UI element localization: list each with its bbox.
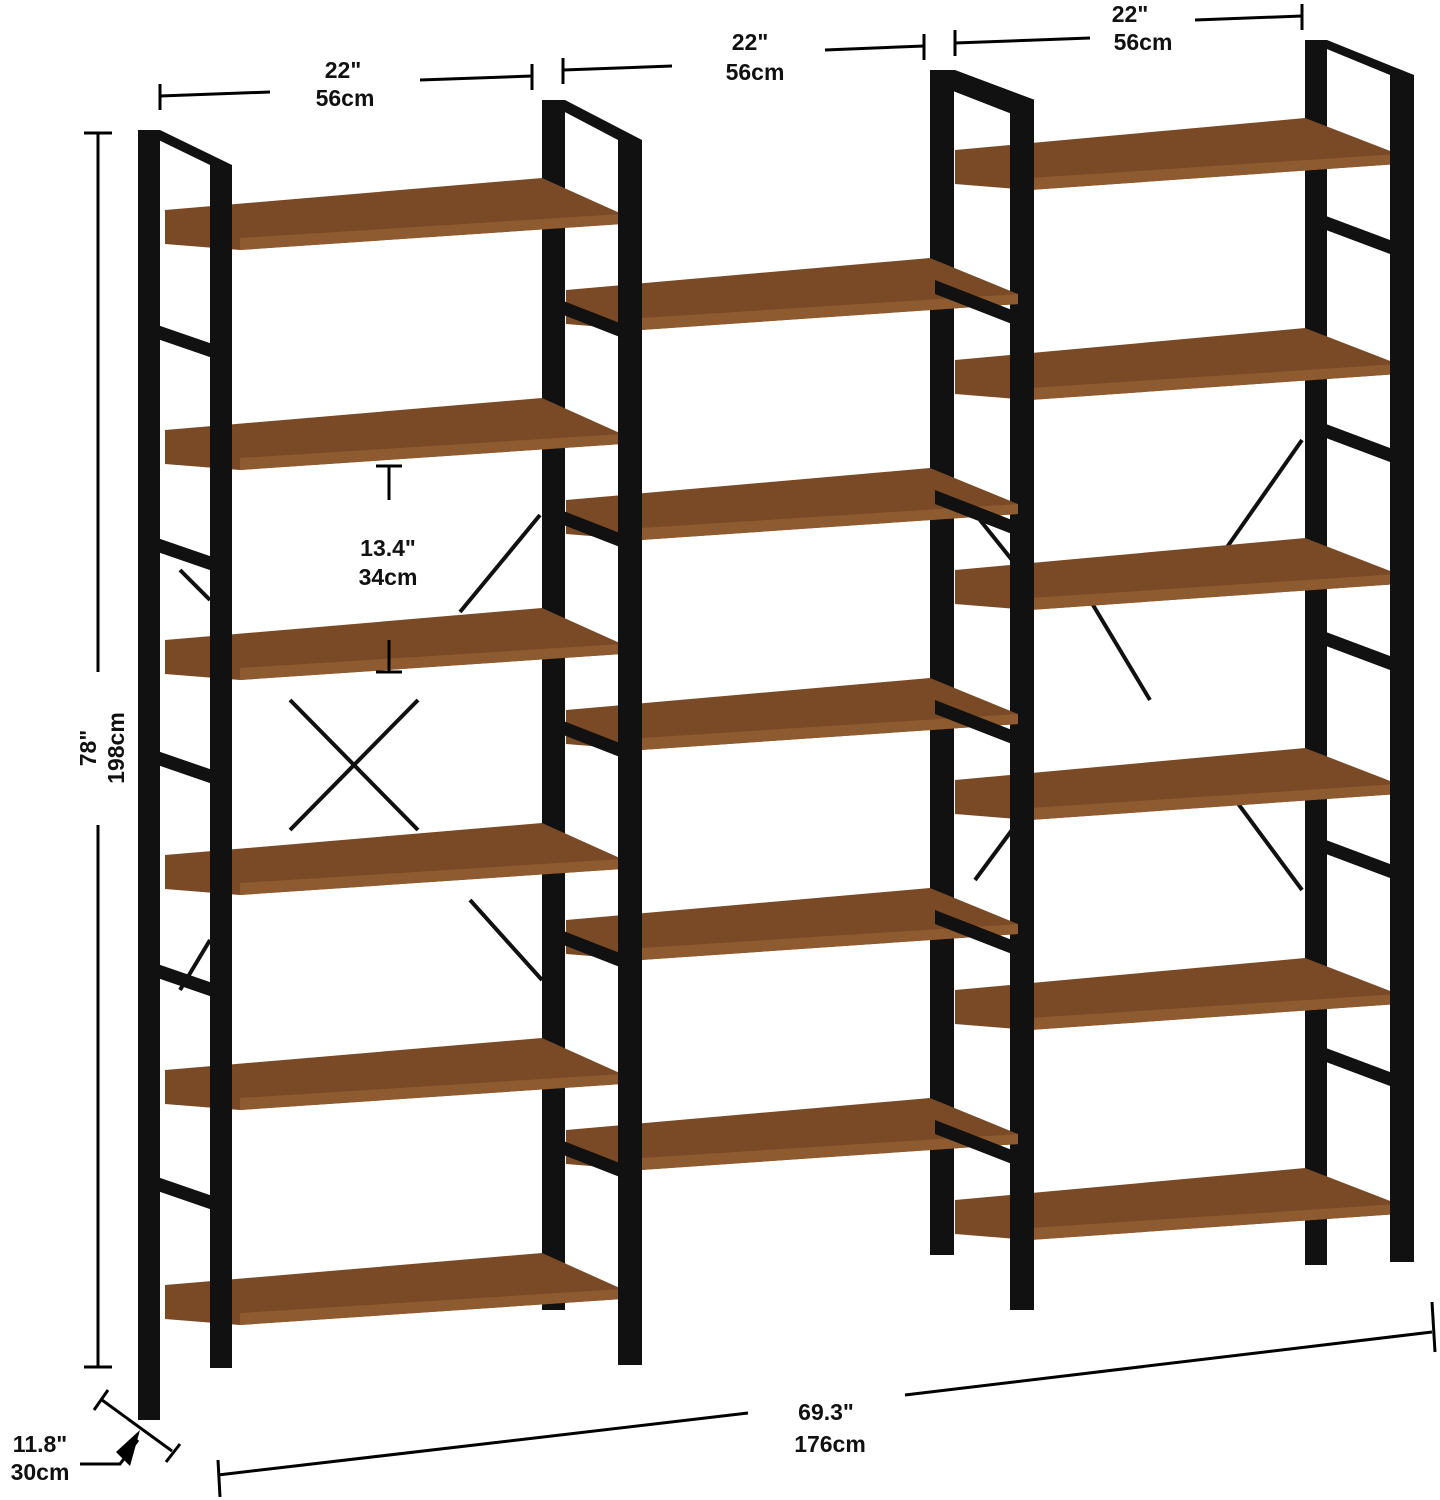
shelf-left-6-edge [240,1289,622,1325]
shelf-middle-3-edge [641,714,1018,750]
side-rail [935,280,1012,324]
side-rail [548,1135,625,1179]
dimension-width-right: 22" 56cm [953,1,1304,56]
side-rail [1310,1042,1390,1086]
shelf-left-4 [165,823,622,895]
side-rail [935,490,1012,534]
shelf-right-3-edge [1030,574,1398,610]
shelf-middle-1-edge [641,294,1018,330]
frame-post [138,130,160,1420]
side-rail [935,700,1012,744]
frame-top-rail [138,130,232,165]
shelf-left-3-edge [240,644,622,680]
side-rail [548,295,625,339]
shelf-right-5 [955,958,1398,1030]
height-cm: 198cm [103,712,129,784]
side-rail [143,320,230,364]
shelf-right-3 [955,538,1398,610]
height-inches: 78" [75,730,101,767]
shelf-left-5 [165,1038,622,1110]
dimension-total-width: 69.3" 176cm [216,1301,1437,1498]
shelf-left-6 [165,1253,622,1325]
width-middle-cm: 56cm [726,59,785,85]
frame-top-rail [930,70,1035,100]
shelf-right-1 [955,118,1398,190]
width-right-cm: 56cm [1114,29,1173,55]
side-rail [143,746,230,790]
shelf-right-6-edge [1030,1204,1398,1240]
side-rail [548,925,625,969]
dimension-width-left: 22" 56cm [158,57,534,111]
side-rail [1310,210,1390,254]
side-rail [935,70,1012,114]
frame-top-rail [1305,40,1414,75]
side-rail [1310,418,1390,462]
shelf-middle-3 [566,678,1018,750]
shelf-middle-2 [566,468,1018,540]
frame-post [930,70,954,1255]
frame-post [1010,100,1034,1310]
shelf-left-2-edge [240,434,622,470]
side-rail [935,910,1012,954]
depth-cm: 30cm [11,1459,70,1485]
side-rail [1310,834,1390,878]
bookshelf [138,40,1414,1420]
side-rail [143,533,230,577]
shelf-middle-5 [566,1098,1018,1170]
dimension-depth: 11.8" 30cm [11,1389,182,1485]
shelf-middle-1 [566,258,1018,330]
cross-brace [288,698,420,832]
cross-brace [468,898,544,982]
side-rail [548,715,625,759]
shelf-right-4 [955,748,1398,820]
shelf-right-2 [955,328,1398,400]
cross-brace [1226,788,1304,892]
width-left-cm: 56cm [316,85,375,111]
width-middle-inches: 22" [732,29,769,55]
cross-brace [178,568,212,602]
cross-brace [458,513,542,614]
shelf-middle-4-edge [641,924,1018,960]
total-width-inches: 69.3" [798,1399,854,1425]
cross-brace [1088,598,1152,702]
dimension-height: 78" 198cm [75,131,129,1369]
cross-brace [978,518,1014,562]
frame-post [1390,75,1414,1262]
frame-post [210,165,232,1368]
cross-brace [1216,438,1304,562]
shelf-left-5-edge [240,1074,622,1110]
shelf-gap-inches: 13.4" [360,535,416,561]
shelf-left-4-edge [240,859,622,895]
shelf-left-1-edge [240,214,622,250]
shelf-right-5-edge [1030,994,1398,1030]
shelf-middle-2-edge [641,504,1018,540]
depth-inches: 11.8" [13,1431,67,1457]
shelf-right-2-edge [1030,364,1398,400]
width-left-inches: 22" [325,57,362,83]
total-width-cm: 176cm [794,1431,866,1457]
shelf-middle-4 [566,888,1018,960]
shelf-left-2 [165,398,622,470]
frame-post [618,140,642,1365]
width-right-inches: 22" [1112,1,1149,27]
shelf-right-4-edge [1030,784,1398,820]
dimension-width-middle: 22" 56cm [561,29,926,85]
shelf-right-1-edge [1030,154,1398,190]
cross-brace [973,828,1014,882]
shelf-left-3 [165,608,622,680]
shelf-middle-5-edge [641,1134,1018,1170]
shelf-gap-cm: 34cm [359,564,418,590]
side-rail [935,1120,1012,1164]
frame-top-rail [542,100,642,140]
shelf-right-6 [955,1168,1398,1240]
side-rail [548,505,625,549]
side-rail [143,959,230,1003]
side-rail [1310,626,1390,670]
dimension-shelf-gap: 13.4" 34cm [359,464,418,674]
frame-post [542,100,565,1310]
shelf-left-1 [165,178,622,250]
side-rail [143,1172,230,1216]
